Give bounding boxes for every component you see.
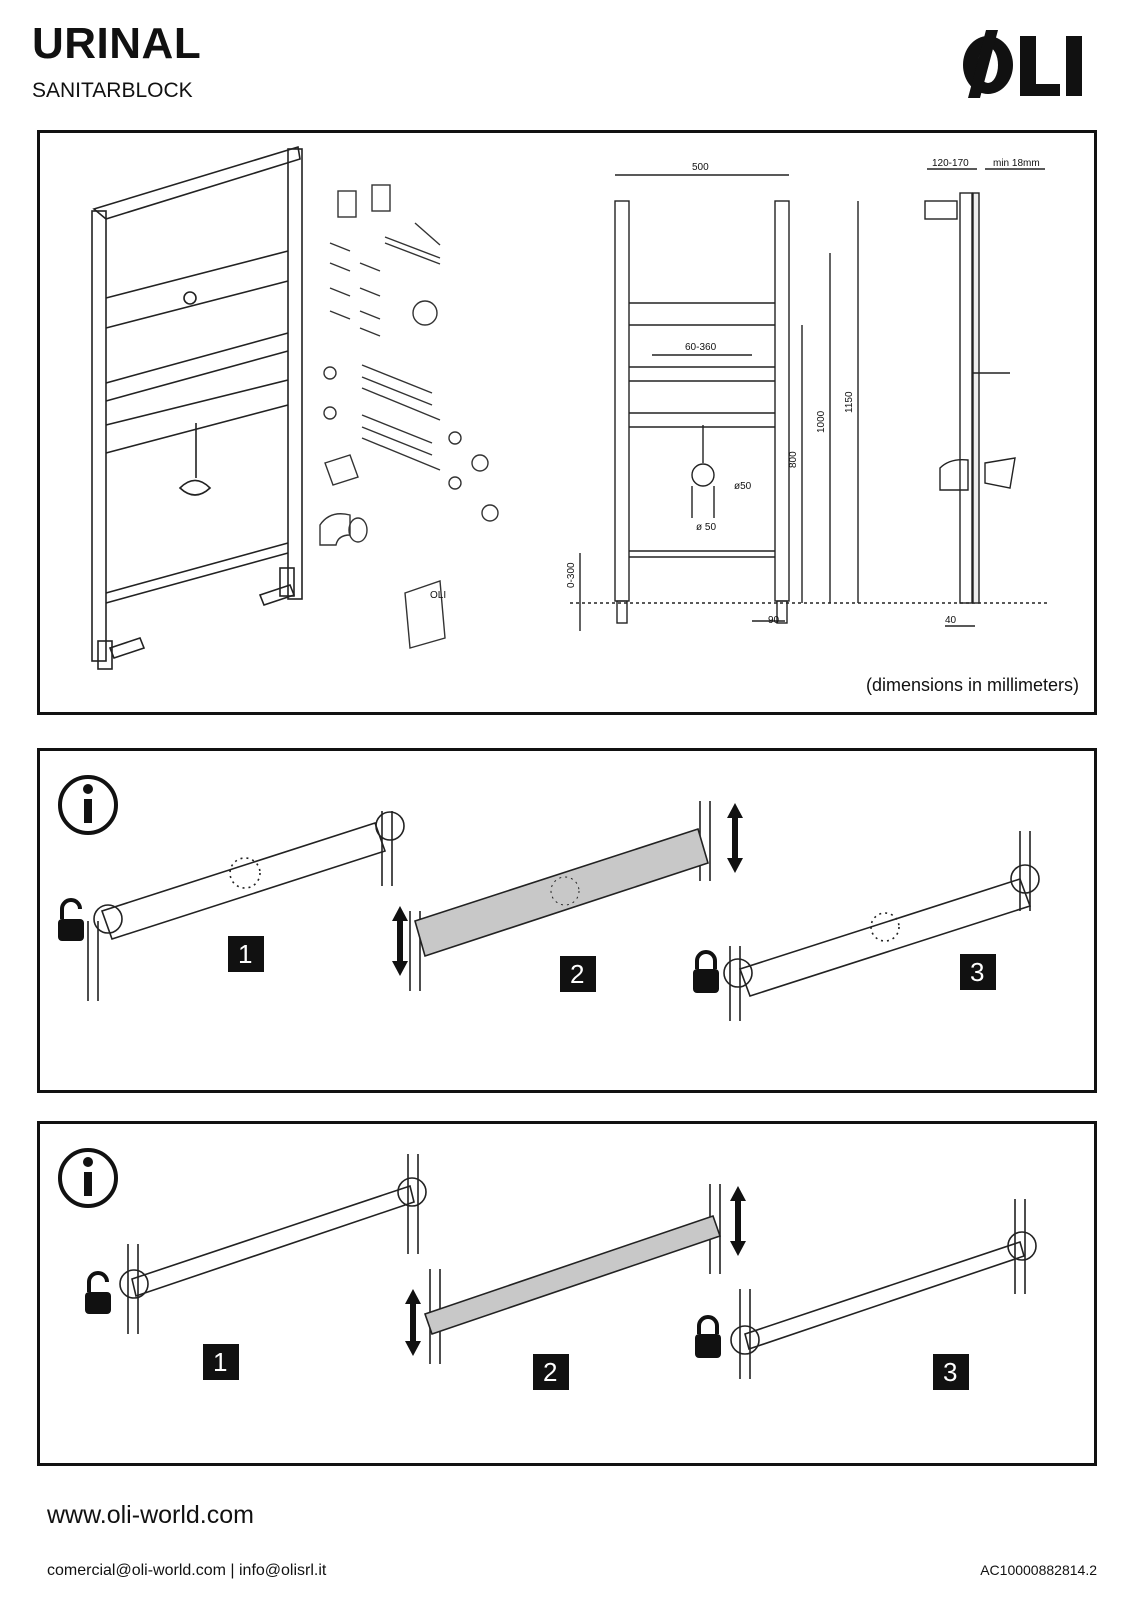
step-2-label: 2	[570, 959, 584, 989]
step3-rail	[730, 1199, 1037, 1379]
step-3-label: 3	[970, 957, 984, 987]
bracket-instructions-panel: 1 2	[37, 748, 1097, 1093]
unlocked-padlock-icon	[58, 898, 84, 941]
dim-pipe-diameter: ø50	[734, 481, 752, 492]
step1-bracket	[87, 811, 405, 1001]
bracket-steps-drawing: 1 2	[58, 775, 1040, 1021]
dim-min-wall: min 18mm	[993, 158, 1040, 169]
locked-padlock-icon	[695, 1315, 721, 1358]
info-icon	[58, 775, 118, 835]
overview-panel: OLI 500 60-36	[37, 130, 1097, 715]
step-1-label: 1	[238, 939, 252, 969]
dim-height-1000: 1000	[816, 410, 827, 433]
dim-height-1150: 1150	[844, 391, 855, 413]
step1-rail	[119, 1154, 427, 1334]
parts-kit	[319, 184, 499, 649]
step-2-badge	[533, 1354, 569, 1390]
step-1-badge	[228, 936, 264, 972]
step3-bracket	[723, 831, 1040, 1021]
dim-height-800: 800	[788, 451, 799, 468]
page-subtitle: SANITARBLOCK	[32, 79, 193, 102]
manual-label: OLI	[430, 590, 446, 601]
contact-emails[interactable]: comercial@oli-world.com | info@olisrl.it	[47, 1562, 327, 1579]
info-icon	[58, 1148, 118, 1208]
dim-depth-range: 120-170	[932, 158, 969, 169]
step2-rail	[405, 1184, 746, 1364]
dim-bracket-range: 60-360	[685, 342, 717, 353]
step2-bracket	[392, 801, 743, 991]
dim-pipe-diameter-small: ø 50	[696, 522, 716, 533]
dimensions-note: (dimensions in millimeters)	[865, 675, 1079, 695]
frame-isometric	[91, 145, 303, 670]
dim-leg-adjust: 0-300	[566, 562, 577, 588]
page-title: URINAL	[32, 19, 202, 68]
front-elevation	[570, 174, 1050, 631]
step-3-label: 3	[943, 1357, 957, 1387]
step-1-badge	[203, 1344, 239, 1380]
side-elevation	[924, 168, 1045, 627]
rail-steps-drawing: 1 2 3	[58, 1148, 1037, 1390]
dim-foot-width: 90	[768, 615, 780, 626]
dim-width: 500	[692, 162, 709, 173]
dim-offset: 40	[945, 615, 957, 626]
step-2-label: 2	[543, 1357, 557, 1387]
oli-logo	[963, 30, 1082, 98]
step-2-badge	[560, 956, 596, 992]
step-1-label: 1	[213, 1347, 227, 1377]
overview-drawing: OLI 500 60-36	[91, 145, 1050, 670]
unlocked-padlock-icon	[85, 1271, 111, 1314]
document-code: AC10000882814.2	[980, 1562, 1097, 1578]
step-3-badge	[960, 954, 996, 990]
step-3-badge	[933, 1354, 969, 1390]
rail-instructions-panel: 1 2 3	[37, 1121, 1097, 1466]
locked-padlock-icon	[693, 950, 719, 993]
website-link[interactable]: www.oli-world.com	[47, 1501, 254, 1529]
